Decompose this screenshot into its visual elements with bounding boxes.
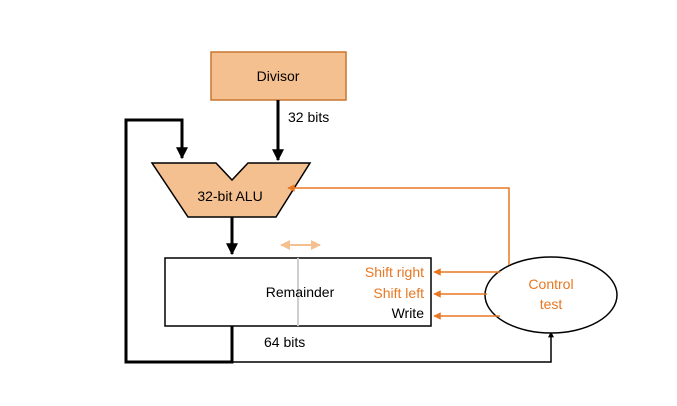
- divisor-label: Divisor: [257, 68, 300, 84]
- alu: 32-bit ALU: [150, 162, 312, 218]
- write-signal-label: Write: [392, 305, 425, 321]
- alu-label: 32-bit ALU: [197, 188, 262, 204]
- divisor-register: Divisor: [210, 51, 347, 101]
- remainder-to-control-path: [232, 331, 554, 363]
- remainder-feedback-path: [124, 118, 234, 364]
- remainder-width-label: 64 bits: [264, 334, 305, 350]
- control-label-line2: test: [540, 296, 563, 312]
- control-test-unit: Control test: [484, 256, 618, 334]
- remainder-register: Remainder Shift right Shift left Write: [164, 257, 432, 327]
- shift-left-signal-label: Shift left: [373, 285, 424, 301]
- shift-right-signal-label: Shift right: [365, 264, 424, 280]
- divisor-width-label: 32 bits: [288, 109, 329, 125]
- remainder-label: Remainder: [266, 284, 335, 300]
- control-to-alu-signal: [287, 184, 510, 265]
- control-label-line1: Control: [528, 276, 573, 292]
